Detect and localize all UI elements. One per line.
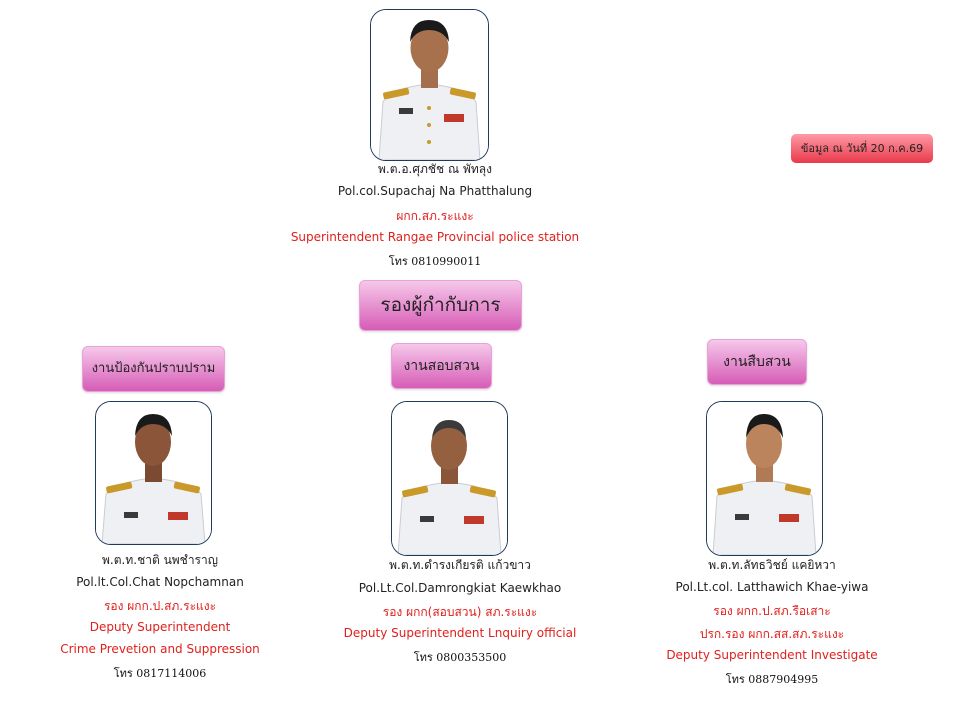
deputy-investigation-position-th-2: ปรก.รอง ผกก.สส.สภ.ระแงะ xyxy=(699,627,845,641)
officer-portrait-icon xyxy=(371,10,488,160)
deputy-inquiry-photo xyxy=(391,401,508,556)
deputy-prevention-photo xyxy=(95,401,212,545)
dept-investigation-box: งานสืบสวน xyxy=(707,339,807,385)
superintendent-name-th: พ.ต.อ.ศุภชัช ณ พัทลุง xyxy=(378,162,492,176)
deputy-inquiry-name-en: Pol.Lt.Col.Damrongkiat Kaewkhao xyxy=(358,581,562,595)
deputy-investigation-name-th: พ.ต.ท.ลัทธวิชย์ แคยิหวา xyxy=(708,558,836,572)
deputy-investigation-info: พ.ต.ท.ลัทธวิชย์ แคยิหวา Pol.Lt.col. Latt… xyxy=(642,556,902,686)
deputy-investigation-position-th: รอง ผกก.ป.สภ.รือเสาะ xyxy=(713,604,831,618)
deputy-header-box: รองผู้กำกับการ xyxy=(359,280,522,331)
deputy-prevention-name-th: พ.ต.ท.ชาติ นพชำราญ xyxy=(102,553,218,567)
deputy-prevention-name-en: Pol.lt.Col.Chat Nopchamnan xyxy=(76,575,244,589)
deputy-inquiry-name-th: พ.ต.ท.ดำรงเกียรติ แก้วขาว xyxy=(389,558,531,572)
deputy-investigation-photo xyxy=(706,401,823,556)
deputy-header-label: รองผู้กำกับการ xyxy=(380,294,501,316)
superintendent-info: พ.ต.อ.ศุภชัช ณ พัทลุง Pol.col.Supachaj N… xyxy=(280,158,590,268)
date-badge-label: ข้อมูล ณ วันที่ 20 ก.ค.69 xyxy=(800,142,924,155)
officer-portrait-icon xyxy=(96,402,211,544)
deputy-prevention-position-en-1: Deputy Superintendent xyxy=(89,620,231,634)
officer-portrait-icon xyxy=(392,402,507,555)
dept-inquiry-box: งานสอบสวน xyxy=(391,343,492,389)
dept-inquiry-title: งานสอบสวน xyxy=(403,358,480,374)
deputy-inquiry-phone: โทร 0800353500 xyxy=(413,651,507,664)
deputy-inquiry-position-th: รอง ผกก(สอบสวน) สภ.ระแงะ xyxy=(382,605,538,619)
superintendent-position-en: Superintendent Rangae Provincial police … xyxy=(290,230,580,244)
deputy-prevention-position-th: รอง ผกก.ป.สภ.ระแงะ xyxy=(103,599,217,613)
officer-portrait-icon xyxy=(707,402,822,555)
superintendent-photo xyxy=(370,9,489,161)
deputy-investigation-phone: โทร 0887904995 xyxy=(725,673,819,686)
dept-prevention-box: งานป้องกันปราบปราม xyxy=(82,346,225,392)
deputy-prevention-position-en-2: Crime Prevetion and Suppression xyxy=(60,642,260,656)
superintendent-name-en: Pol.col.Supachaj Na Phatthalung xyxy=(337,184,533,198)
date-badge: ข้อมูล ณ วันที่ 20 ก.ค.69 xyxy=(791,134,933,163)
deputy-prevention-info: พ.ต.ท.ชาติ นพชำราญ Pol.lt.Col.Chat Nopch… xyxy=(35,549,285,684)
deputy-prevention-phone: โทร 0817114006 xyxy=(113,667,207,680)
deputy-investigation-name-en: Pol.Lt.col. Latthawich Khae-yiwa xyxy=(675,580,869,594)
superintendent-phone: โทร 0810990011 xyxy=(388,255,482,268)
dept-investigation-title: งานสืบสวน xyxy=(723,354,791,370)
dept-prevention-title: งานป้องกันปราบปราม xyxy=(91,361,216,376)
deputy-inquiry-position-en: Deputy Superintendent Lnquiry official xyxy=(343,626,577,640)
superintendent-position-th: ผกก.สภ.ระแงะ xyxy=(396,209,474,223)
deputy-investigation-position-en: Deputy Superintendent Investigate xyxy=(666,648,878,662)
deputy-inquiry-info: พ.ต.ท.ดำรงเกียรติ แก้วขาว Pol.Lt.Col.Dam… xyxy=(310,556,610,666)
